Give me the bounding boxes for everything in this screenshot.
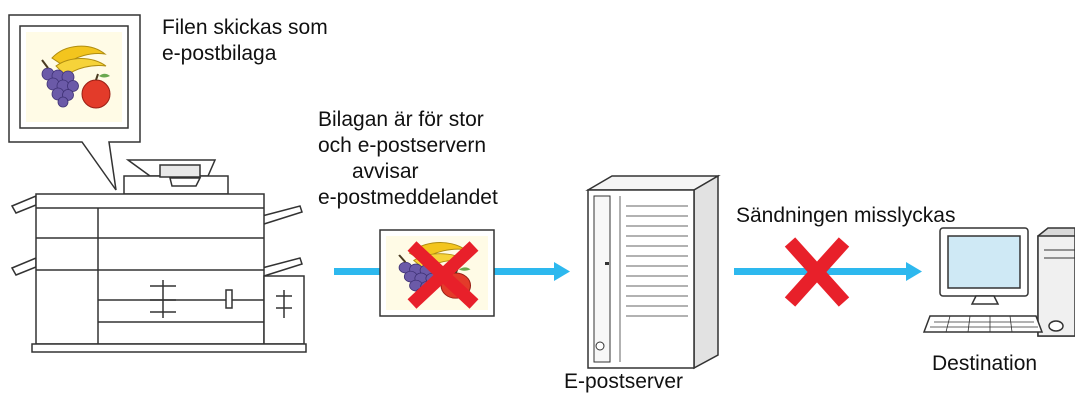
red-x-icon	[784, 237, 850, 307]
mail-server-tower-icon	[585, 174, 721, 370]
destination-caption: Destination	[932, 352, 1038, 375]
red-x-icon	[407, 241, 479, 309]
rejected-attachment-document	[379, 229, 495, 317]
attachment-note-line-1: Filen skickas som	[162, 16, 328, 39]
rejection-note-line-1: Bilagan är för stor	[318, 108, 484, 131]
rejection-note-line-3: avvisar	[352, 160, 419, 183]
server-caption: E-postserver	[564, 370, 684, 393]
attachment-speech-bubble	[8, 14, 141, 191]
attachment-note-line-2: e-postbilaga	[162, 42, 277, 65]
rejection-note-line-2: och e-postservern	[318, 134, 487, 157]
rejection-note-line-4: e-postmeddelandet	[318, 186, 498, 209]
desktop-computer-icon	[922, 227, 1075, 337]
failure-note: Sändningen misslyckas	[736, 204, 956, 227]
multifunction-printer-icon	[10, 159, 307, 353]
